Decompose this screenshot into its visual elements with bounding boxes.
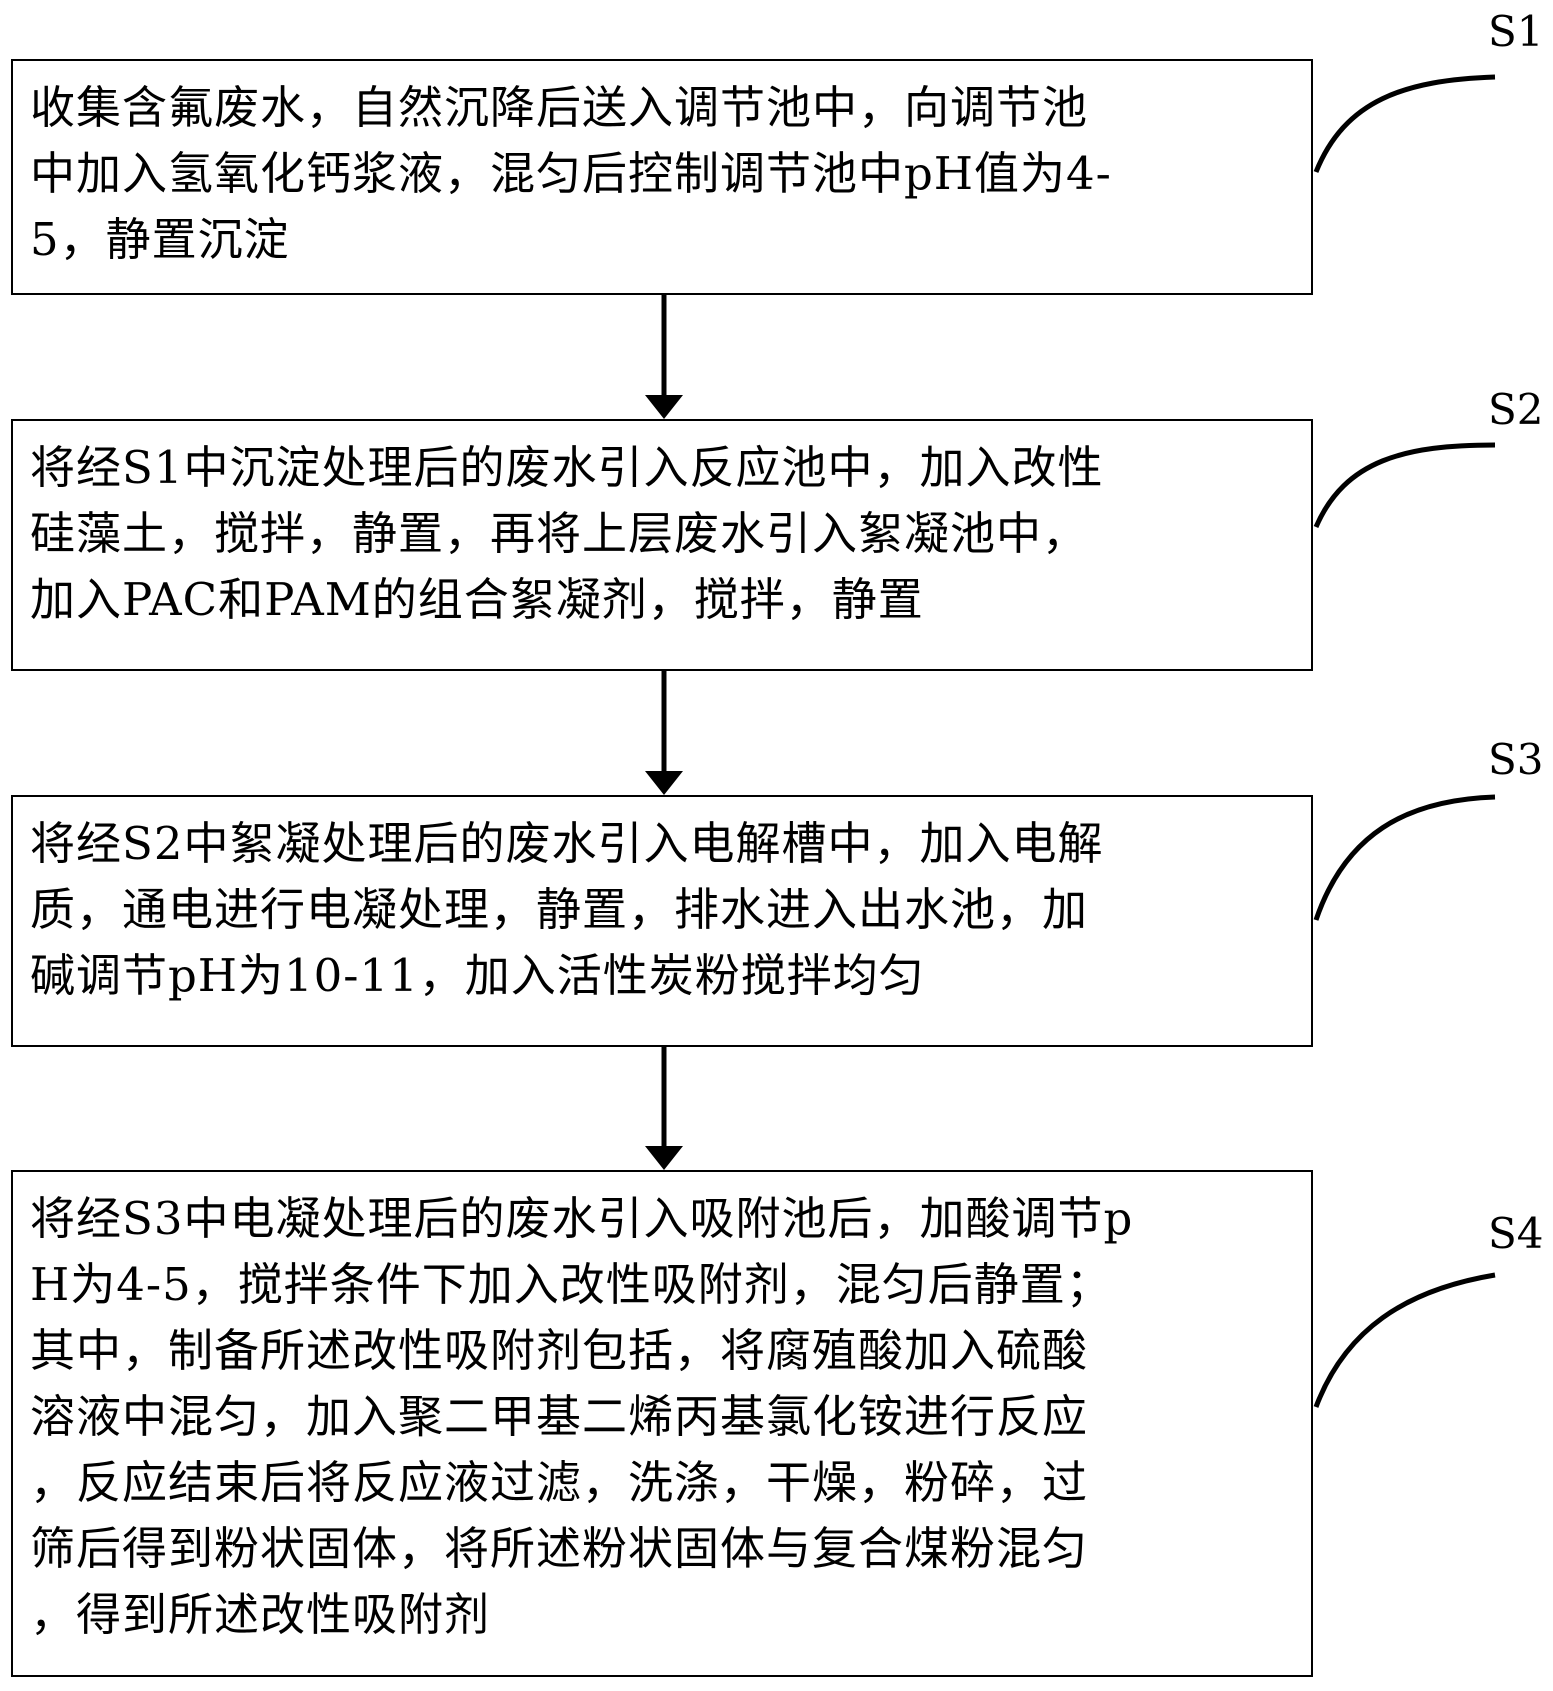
arrow-s3-to-s4 (645, 1047, 683, 1170)
arrow-s2-to-s3 (645, 671, 683, 795)
leader-curve-s4 (1313, 1272, 1496, 1408)
leader-curve-s3 (1313, 794, 1496, 921)
step-label-s3: S3 (1488, 735, 1544, 784)
leader-curve-s2 (1313, 442, 1496, 528)
step-box-s4: 将经S3中电凝处理后的废水引入吸附池后，加酸调节p H为4-5，搅拌条件下加入改… (11, 1170, 1313, 1677)
step-label-s4: S4 (1488, 1209, 1544, 1258)
step-text-s1: 收集含氟废水，自然沉降后送入调节池中，向调节池 中加入氢氧化钙浆液，混匀后控制调… (30, 81, 1112, 266)
step-box-s2: 将经S1中沉淀处理后的废水引入反应池中，加入改性 硅藻土，搅拌，静置，再将上层废… (11, 419, 1313, 671)
step-label-s2: S2 (1488, 385, 1544, 434)
leader-curve-s1 (1313, 74, 1496, 173)
step-text-s3: 将经S2中絮凝处理后的废水引入电解槽中，加入电解 质，通电进行电凝处理，静置，排… (30, 817, 1104, 1002)
step-text-s4: 将经S3中电凝处理后的废水引入吸附池后，加酸调节p H为4-5，搅拌条件下加入改… (30, 1192, 1134, 1641)
step-box-s3: 将经S2中絮凝处理后的废水引入电解槽中，加入电解 质，通电进行电凝处理，静置，排… (11, 795, 1313, 1047)
step-text-s2: 将经S1中沉淀处理后的废水引入反应池中，加入改性 硅藻土，搅拌，静置，再将上层废… (30, 441, 1104, 626)
arrow-s1-to-s2 (645, 295, 683, 419)
step-box-s1: 收集含氟废水，自然沉降后送入调节池中，向调节池 中加入氢氧化钙浆液，混匀后控制调… (11, 59, 1313, 295)
step-label-s1: S1 (1488, 7, 1544, 56)
